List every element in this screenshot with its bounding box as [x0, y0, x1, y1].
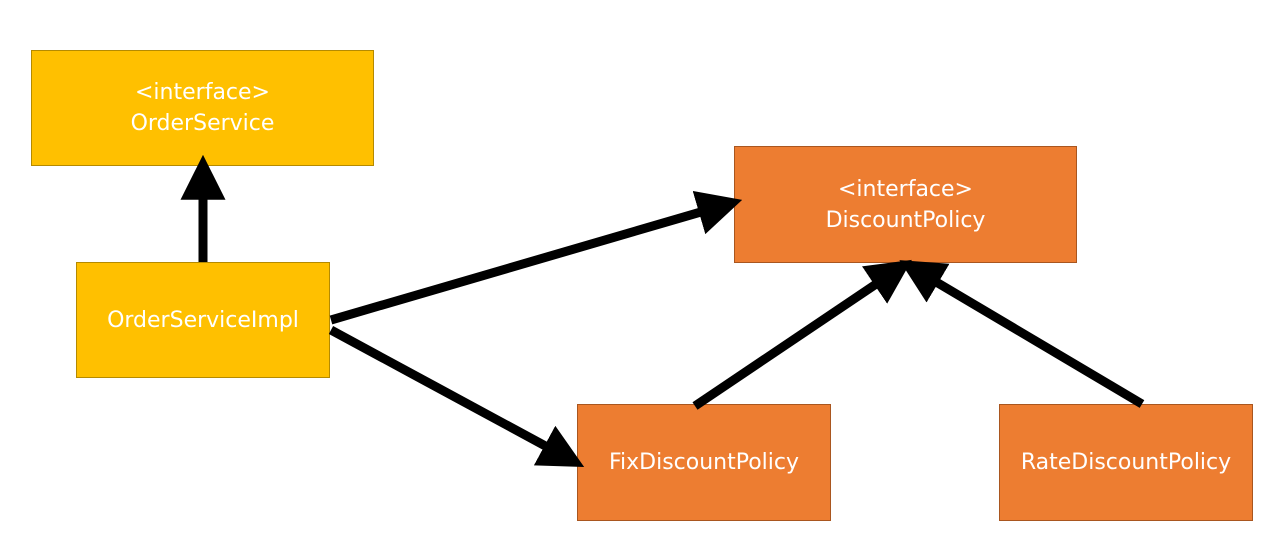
rate-discount-policy-name: RateDiscountPolicy — [1020, 450, 1232, 475]
arrow-impl-to-fix-discount-policy — [328, 326, 585, 467]
rate-discount-policy-node: RateDiscountPolicy — [999, 404, 1253, 521]
fix-discount-policy-node: FixDiscountPolicy — [577, 404, 831, 521]
fix-discount-policy-name: FixDiscountPolicy — [608, 450, 800, 475]
order-service-name: OrderService — [130, 111, 275, 136]
order-service-stereotype: <interface> — [135, 80, 270, 105]
order-service-impl-name: OrderServiceImpl — [107, 307, 299, 333]
arrow-rate-to-discount-policy — [899, 260, 1145, 408]
discount-policy-node: <interface> DiscountPolicy — [734, 146, 1077, 263]
order-service-node: <interface> OrderService — [31, 50, 374, 166]
arrow-fix-to-discount-policy — [692, 259, 912, 410]
order-service-impl-node: OrderServiceImpl — [76, 262, 330, 378]
discount-policy-name: DiscountPolicy — [825, 207, 986, 233]
discount-policy-stereotype: <interface> — [838, 176, 973, 202]
arrow-impl-to-discount-policy — [329, 190, 743, 325]
